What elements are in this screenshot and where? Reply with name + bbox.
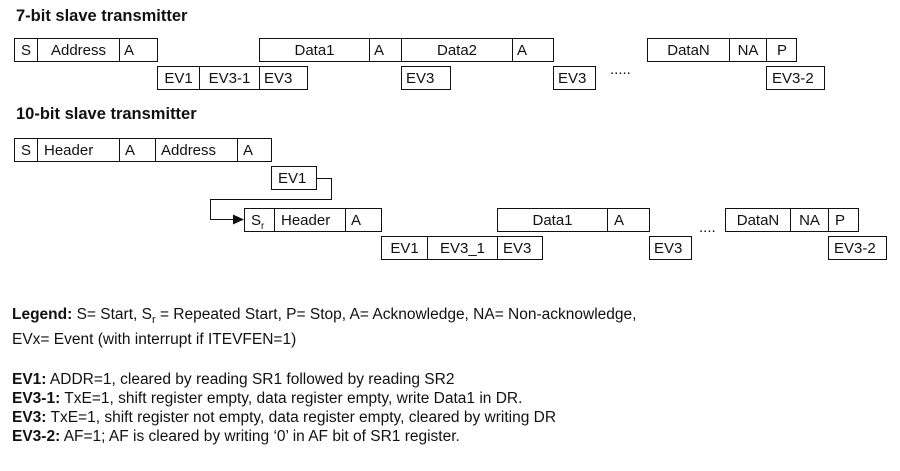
label-sr: Sr xyxy=(251,212,265,232)
box-ev3 xyxy=(649,236,692,260)
label-address: Address xyxy=(51,42,106,59)
label-ack: A xyxy=(517,42,527,59)
label-s: S xyxy=(21,142,31,159)
event-ev3: EV3: TxE=1, shift register not empty, da… xyxy=(12,409,557,426)
label-ev3: EV3 xyxy=(264,70,292,87)
label-ack: A xyxy=(614,212,624,229)
label-ev3: EV3 xyxy=(503,240,531,257)
event-ev3-2: EV3-2: AF=1; AF is cleared by writing ‘0… xyxy=(12,428,460,445)
event-ev1: EV1: ADDR=1, cleared by reading SR1 foll… xyxy=(12,371,455,388)
box-ev3 xyxy=(401,66,451,90)
label-ev3-2: EV3-2 xyxy=(834,240,876,257)
legend: Legend: S= Start, Sr = Repeated Start, P… xyxy=(12,306,637,349)
label-ev1: EV1 xyxy=(278,170,306,187)
arrow-head-icon xyxy=(233,214,244,225)
box-ack xyxy=(607,208,650,232)
connector-line xyxy=(210,178,332,220)
box-ack xyxy=(512,38,554,62)
event-ev3-1: EV3-1: TxE=1, shift register empty, data… xyxy=(12,390,523,407)
label-ack: A xyxy=(125,142,135,159)
label-ev3-2: EV3-2 xyxy=(772,70,814,87)
label-stop: P xyxy=(835,212,845,229)
label-header: Header xyxy=(281,212,330,229)
box-stop xyxy=(766,38,797,62)
ellipsis-10bit: .... xyxy=(699,219,716,236)
box-ack xyxy=(345,208,382,232)
label-stop: P xyxy=(777,42,787,59)
title-10bit: 10-bit slave transmitter xyxy=(16,105,197,123)
label-ev1: EV1 xyxy=(164,70,192,87)
label-data1: Data1 xyxy=(532,212,572,229)
label-ev1: EV1 xyxy=(390,240,418,257)
label-s: S xyxy=(21,42,31,59)
label-datan: DataN xyxy=(667,42,710,59)
label-ack: A xyxy=(351,212,361,229)
box-stop xyxy=(828,208,859,232)
label-header: Header xyxy=(44,142,93,159)
label-ack: A xyxy=(374,42,384,59)
label-data2: Data2 xyxy=(437,42,477,59)
label-ev3: EV3 xyxy=(558,70,586,87)
label-ev3-1: EV3-1 xyxy=(209,70,251,87)
label-ev3: EV3 xyxy=(654,240,682,257)
event-descriptions: EV1: ADDR=1, cleared by reading SR1 foll… xyxy=(12,370,556,446)
label-address: Address xyxy=(161,142,216,159)
label-ack: A xyxy=(124,42,134,59)
label-nack: NA xyxy=(799,212,820,229)
title-7bit: 7-bit slave transmitter xyxy=(16,7,188,25)
box-ev3 xyxy=(497,236,543,260)
transmitter-diagram: S Address A Data1 A Data2 A DataN NA P E… xyxy=(14,38,887,260)
legend-line2: EVx= Event (with interrupt if ITEVFEN=1) xyxy=(12,331,297,349)
box-ev3-2 xyxy=(828,236,887,260)
box-ev3 xyxy=(553,66,596,90)
label-datan: DataN xyxy=(737,212,780,229)
label-ev3-1: EV3_1 xyxy=(440,240,485,257)
box-ev3-2 xyxy=(766,66,825,90)
label-data1: Data1 xyxy=(294,42,334,59)
box-ev3 xyxy=(259,66,308,90)
label-ev3: EV3 xyxy=(406,70,434,87)
ellipsis-7bit: ..... xyxy=(610,61,631,78)
label-nack: NA xyxy=(738,42,759,59)
box-ack xyxy=(119,38,158,62)
label-ack: A xyxy=(243,142,253,159)
legend-label: Legend: xyxy=(12,306,73,323)
box-ack xyxy=(237,138,272,162)
